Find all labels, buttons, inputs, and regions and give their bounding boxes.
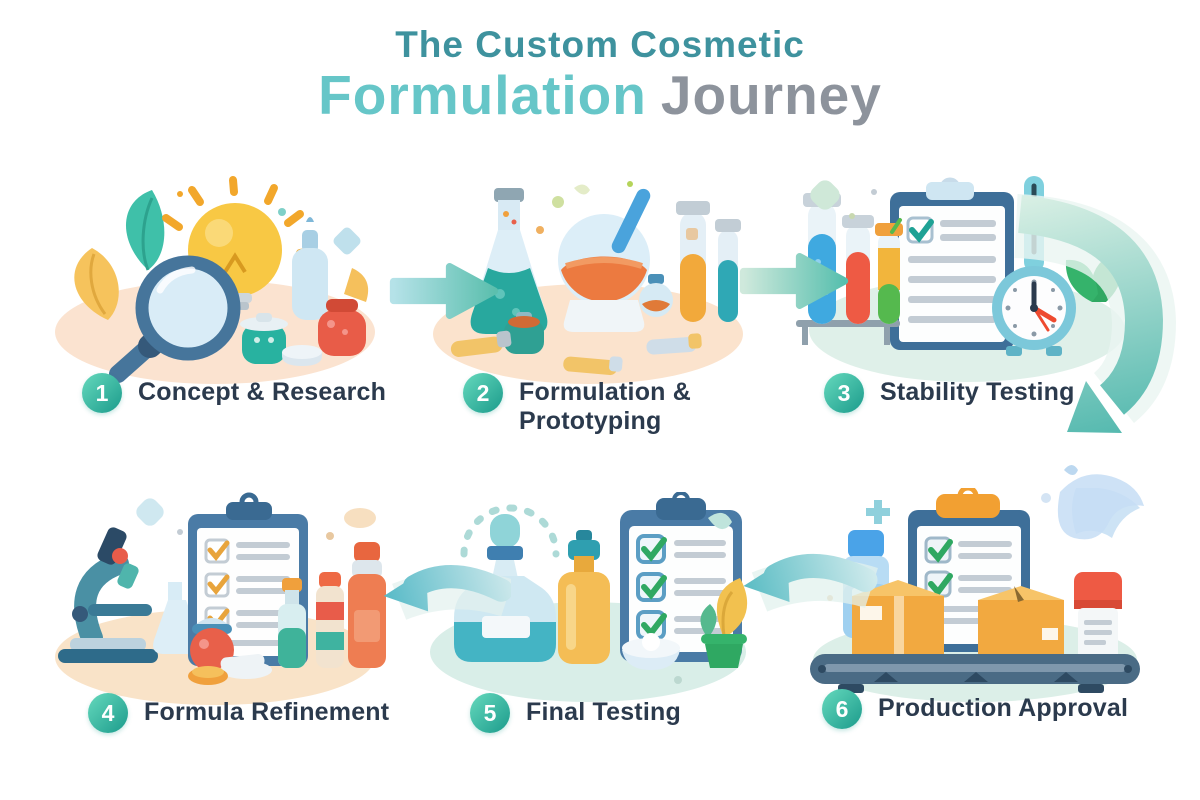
blob-deco (708, 512, 732, 530)
plus-deco (866, 500, 890, 524)
cream-bowl-icon (622, 633, 680, 670)
arrow-right-2-3-icon (738, 242, 850, 325)
cream-stack-icon (188, 653, 272, 685)
box-icon (852, 580, 944, 658)
teal-leaf-icon (125, 190, 165, 271)
arrow-left-5-4-icon (376, 548, 514, 648)
mixing-bowl-icon (558, 188, 651, 332)
step-1-label: Concept & Research (138, 378, 387, 406)
production-approval-illustration (790, 488, 1160, 703)
step-2-label: Formulation & Prototyping (519, 378, 692, 435)
step-1: 1 Concept & Research (30, 172, 390, 413)
box-icon (978, 586, 1064, 658)
step-3-number-badge: 3 (824, 373, 864, 413)
step-4-caption: 4 Formula Refinement (30, 693, 390, 733)
spray-bottle-icon (292, 217, 328, 320)
splash-deco (1030, 452, 1150, 557)
title-rest: Journey (660, 64, 882, 127)
small-jar-icon (639, 274, 673, 317)
step-6-caption: 6 Production Approval (790, 689, 1160, 729)
step-4-number-badge: 4 (88, 693, 128, 733)
step-4-label: Formula Refinement (144, 698, 390, 726)
title-line1: The Custom Cosmetic (395, 24, 805, 65)
step-5-caption: 5 Final Testing (408, 693, 768, 733)
teal-jar-icon (240, 313, 288, 364)
microscope-icon (58, 527, 158, 663)
clipboard-icon (890, 177, 1014, 350)
step-6: 6 Production Approval (790, 488, 1160, 729)
step-2-number-badge: 2 (463, 373, 503, 413)
step-2: 2 Formulation & Prototyping (408, 172, 768, 436)
clipboard-icon (620, 492, 742, 662)
potted-plant-icon (700, 578, 748, 668)
title-accent: Formulation (318, 64, 647, 127)
dropper-bottle-icon (454, 514, 556, 662)
arrow-left-6-5-icon (733, 540, 878, 640)
concept-research-illustration (30, 172, 390, 387)
blob-deco (136, 498, 376, 540)
canister-icon (1074, 572, 1122, 662)
step-6-label: Production Approval (878, 694, 1129, 722)
dotted-arc-deco (460, 504, 560, 558)
yellow-leaf-icon (74, 248, 119, 320)
step-1-caption: 1 Concept & Research (30, 373, 390, 413)
blob-deco (810, 180, 877, 219)
step-5-number-badge: 5 (470, 693, 510, 733)
red-jar-icon (318, 268, 369, 356)
orange-bottle-icon (348, 542, 386, 668)
striped-tube-icon (316, 572, 344, 668)
arrow-right-1-2-icon (388, 252, 500, 335)
step-1-number-badge: 1 (82, 373, 122, 413)
step-3-label: Stability Testing (880, 378, 1075, 406)
pump-bottle-icon (558, 530, 610, 664)
step-3: 3 Stability Testing (782, 172, 1142, 413)
clock-icon (992, 266, 1076, 356)
formulation-prototyping-illustration (408, 172, 768, 387)
step-2-caption: 2 Formulation & Prototyping (408, 373, 768, 436)
formula-refinement-illustration (30, 492, 390, 707)
step-5-label: Final Testing (526, 698, 681, 726)
arrow-curve-down-icon (992, 192, 1192, 487)
white-bowl-icon (282, 345, 322, 366)
green-bottle-icon (278, 578, 306, 668)
test-tube-orange-icon (676, 201, 710, 322)
magnifier-icon (109, 255, 241, 383)
final-testing-illustration (408, 492, 768, 707)
stability-testing-illustration (782, 172, 1142, 387)
step-5: 5 Final Testing (408, 492, 768, 733)
step-3-caption: 3 Stability Testing (782, 373, 1142, 413)
cosmetic-tubes-icon (450, 330, 702, 376)
step-6-number-badge: 6 (822, 689, 862, 729)
conveyor-belt-icon (810, 654, 1140, 693)
step-4: 4 Formula Refinement (30, 492, 390, 733)
diamond-deco (333, 227, 361, 255)
teal-pot-icon (504, 312, 544, 354)
test-tube-teal-icon (715, 219, 741, 322)
